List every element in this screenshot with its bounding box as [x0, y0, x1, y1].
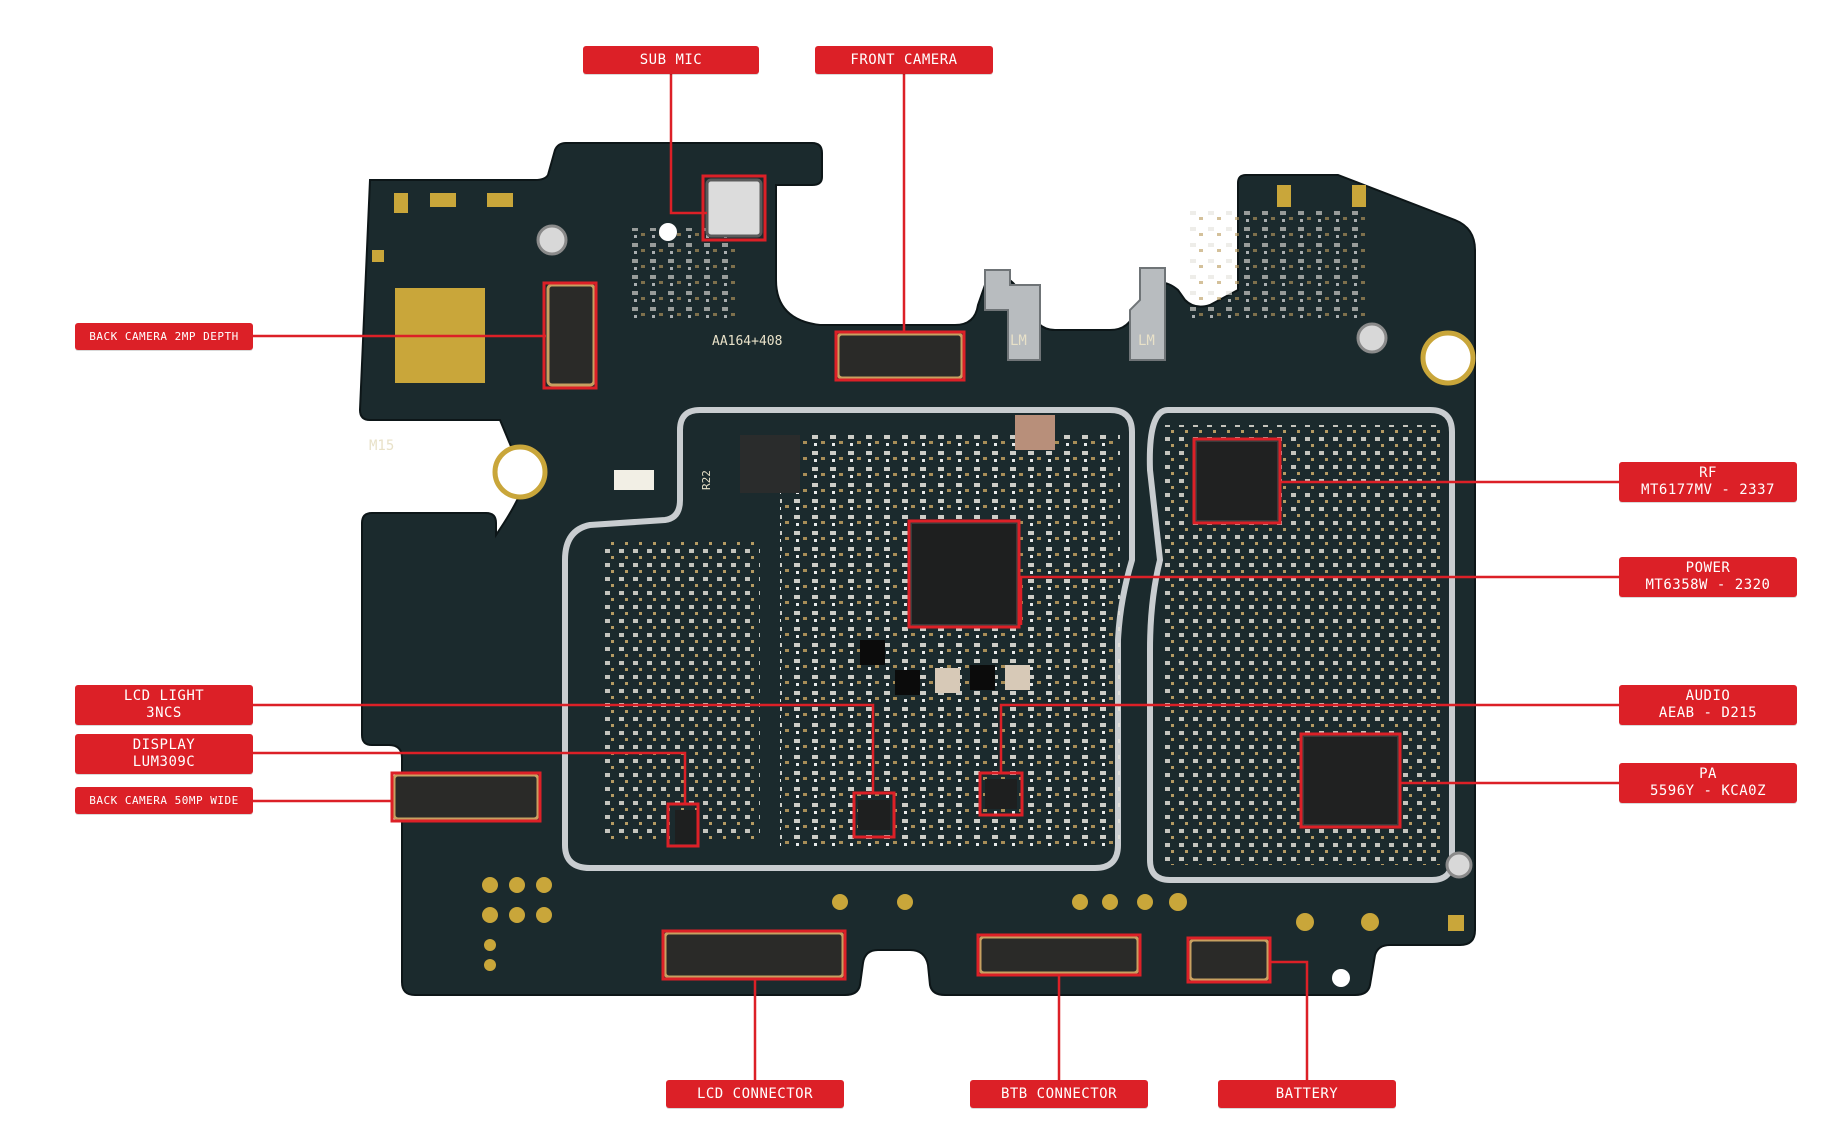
highlight-boxes	[390, 174, 1402, 984]
label-power-title: POWER	[1685, 560, 1731, 576]
label-back-camera-wide-text: BACK CAMERA 50MP WIDE	[89, 794, 239, 807]
label-display-title: DISPLAY	[132, 737, 196, 753]
silkscreen-text: M15 AA164+408 LM LM R22	[369, 333, 1155, 490]
label-lcd-light-title: LCD LIGHT	[123, 688, 205, 704]
label-sub-mic-text: SUB MIC	[639, 51, 703, 68]
label-lcd-connector-text: LCD CONNECTOR	[696, 1085, 814, 1102]
label-pa-title: PA	[1699, 766, 1717, 782]
label-power-part: MT6358W - 2320	[1645, 577, 1771, 593]
label-battery-text: BATTERY	[1275, 1085, 1339, 1102]
label-btb-connector-text: BTB CONNECTOR	[1000, 1085, 1118, 1102]
spring-contacts	[984, 267, 1166, 361]
label-rf-part: MT6177MV - 2337	[1641, 482, 1775, 498]
board-marking-text: AA164+408	[712, 334, 782, 349]
board-id-text: M15	[369, 438, 394, 454]
label-lcd-light: LCD LIGHT 3NCS	[75, 685, 253, 725]
label-back-camera-wide: BACK CAMERA 50MP WIDE	[75, 787, 253, 814]
label-display: DISPLAY LUM309C	[75, 734, 253, 774]
label-display-part: LUM309C	[132, 754, 196, 770]
rf-shield-frames	[562, 407, 1455, 883]
label-rf: RF MT6177MV - 2337	[1619, 462, 1797, 502]
connector-footprints	[392, 178, 1270, 982]
label-back-camera-depth-text: BACK CAMERA 2MP DEPTH	[89, 330, 239, 343]
label-rf-title: RF	[1699, 465, 1717, 481]
label-front-camera: FRONT CAMERA	[815, 46, 993, 74]
label-lcd-connector: LCD CONNECTOR	[666, 1080, 844, 1108]
label-front-camera-text: FRONT CAMERA	[850, 51, 958, 68]
ic-chips	[675, 415, 1399, 844]
leader-lines	[253, 73, 1619, 1080]
label-sub-mic: SUB MIC	[583, 46, 759, 74]
label-pa: PA 5596Y - KCA0Z	[1619, 763, 1797, 803]
label-back-camera-depth: BACK CAMERA 2MP DEPTH	[75, 323, 253, 350]
label-battery: BATTERY	[1218, 1080, 1396, 1108]
label-power: POWER MT6358W - 2320	[1619, 557, 1797, 597]
ldo2-marking-text: LM	[1138, 333, 1155, 349]
label-lcd-light-part: 3NCS	[146, 705, 182, 721]
label-audio: AUDIO AEAB - D215	[1619, 685, 1797, 725]
resistor-marking-text: R22	[700, 470, 713, 490]
label-pa-part: 5596Y - KCA0Z	[1649, 783, 1767, 799]
label-btb-connector: BTB CONNECTOR	[970, 1080, 1148, 1108]
label-audio-title: AUDIO	[1685, 688, 1731, 704]
ldo1-marking-text: LM	[1010, 333, 1027, 349]
label-audio-part: AEAB - D215	[1658, 705, 1758, 721]
